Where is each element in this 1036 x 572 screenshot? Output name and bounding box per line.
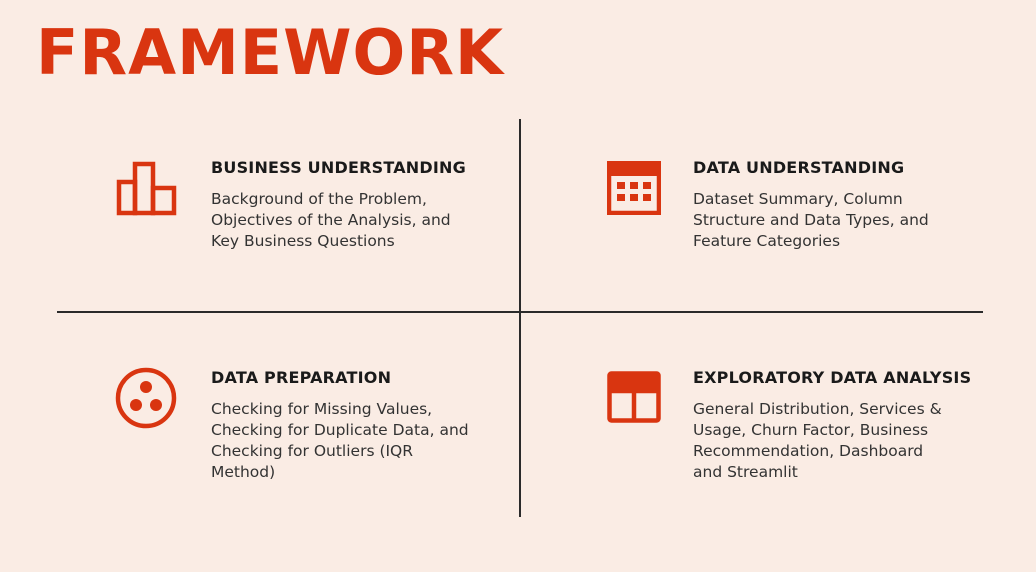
section-heading: DATA PREPARATION <box>211 368 392 387</box>
section-description: Dataset Summary, Column Structure and Da… <box>693 190 929 250</box>
section-heading: BUSINESS UNDERSTANDING <box>211 158 466 177</box>
section-business-understanding: BUSINESS UNDERSTANDING Background of the… <box>211 158 501 252</box>
horizontal-divider <box>57 311 983 313</box>
page-title: FRAMEWORK <box>36 16 505 89</box>
section-description: General Distribution, Services & Usage, … <box>693 400 942 481</box>
vertical-divider <box>519 119 521 517</box>
bar-chart-icon <box>116 160 178 216</box>
calculator-grid-icon <box>607 161 661 215</box>
section-description: Checking for Missing Values, Checking fo… <box>211 400 469 481</box>
section-data-understanding: DATA UNDERSTANDING Dataset Summary, Colu… <box>693 158 983 252</box>
circle-dots-icon <box>114 366 178 430</box>
section-description: Background of the Problem, Objectives of… <box>211 190 451 250</box>
section-heading: DATA UNDERSTANDING <box>693 158 905 177</box>
section-data-preparation: DATA PREPARATION Checking for Missing Va… <box>211 368 501 483</box>
section-heading: EXPLORATORY DATA ANALYSIS <box>693 368 972 387</box>
section-exploratory-data-analysis: EXPLORATORY DATA ANALYSIS General Distri… <box>693 368 983 483</box>
layout-panel-icon <box>607 371 661 423</box>
